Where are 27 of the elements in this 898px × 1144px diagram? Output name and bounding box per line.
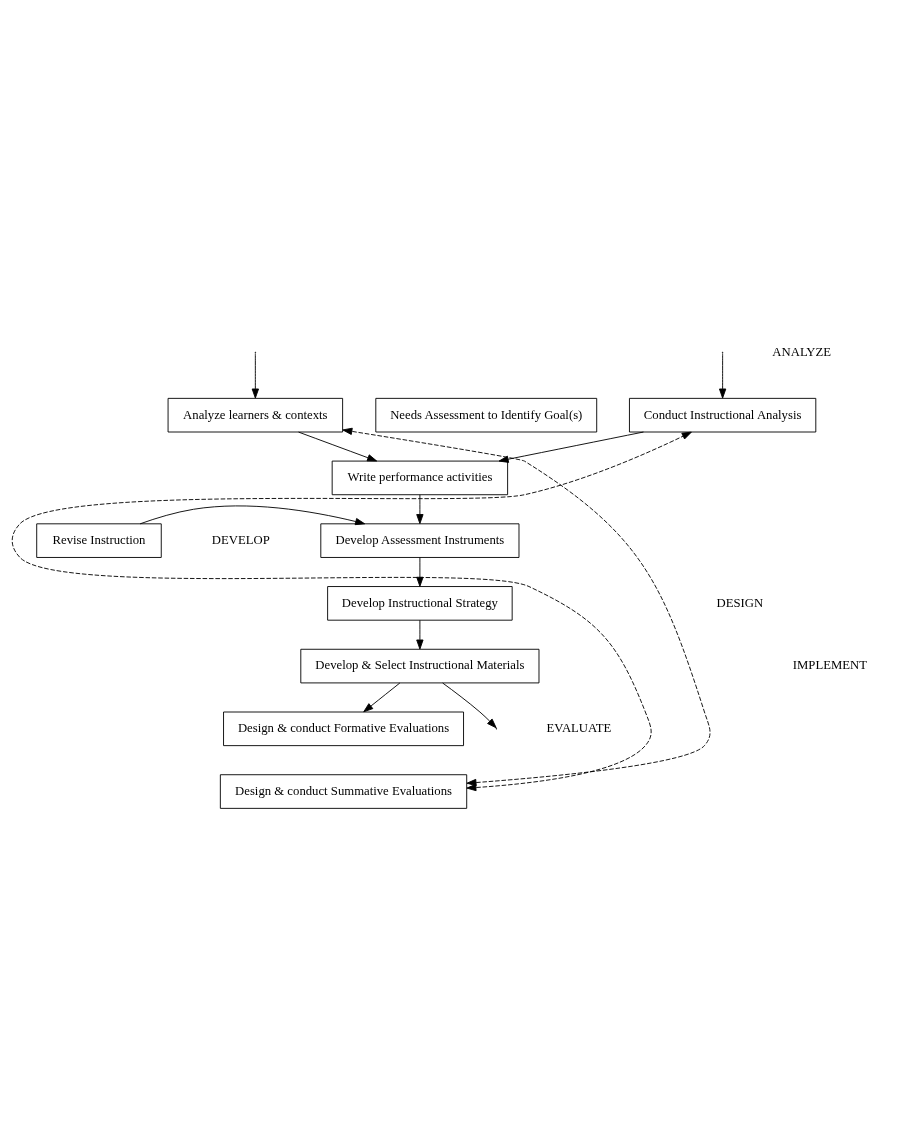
label: DEVELOP [211, 533, 270, 547]
node-box: Needs Assessment to Identify Goal(s) [375, 397, 598, 433]
node-box: Develop Instructional Strategy [327, 586, 513, 621]
label: EVALUATE [546, 721, 612, 736]
arrow [298, 431, 378, 462]
arrow [139, 505, 366, 526]
arrow [11, 431, 692, 792]
arrow [416, 494, 424, 525]
node-box: Write performance activities [331, 460, 509, 496]
arrow [342, 427, 711, 787]
arrow [498, 431, 644, 463]
label: IMPLEMENT [792, 658, 867, 673]
arrow [442, 682, 497, 729]
arrow [251, 352, 259, 399]
arrow [416, 619, 424, 650]
arrow [416, 557, 424, 587]
label: DESIGN [716, 595, 764, 610]
node-box: Design & conduct Formative Evaluations [223, 711, 464, 747]
label: ANALYZE [772, 344, 832, 359]
node-box: Revise Instruction [36, 523, 162, 558]
node-box: Design & conduct Summative Evaluations [219, 774, 468, 809]
node-box: Develop & Select Instructional Materials [300, 648, 540, 684]
node-box: Conduct Instructional Analysis [629, 397, 817, 433]
arrow [719, 352, 727, 399]
node-box: Develop Assessment Instruments [320, 523, 520, 558]
arrow [363, 682, 401, 713]
node-box: Analyze learners & contexts [167, 397, 344, 433]
